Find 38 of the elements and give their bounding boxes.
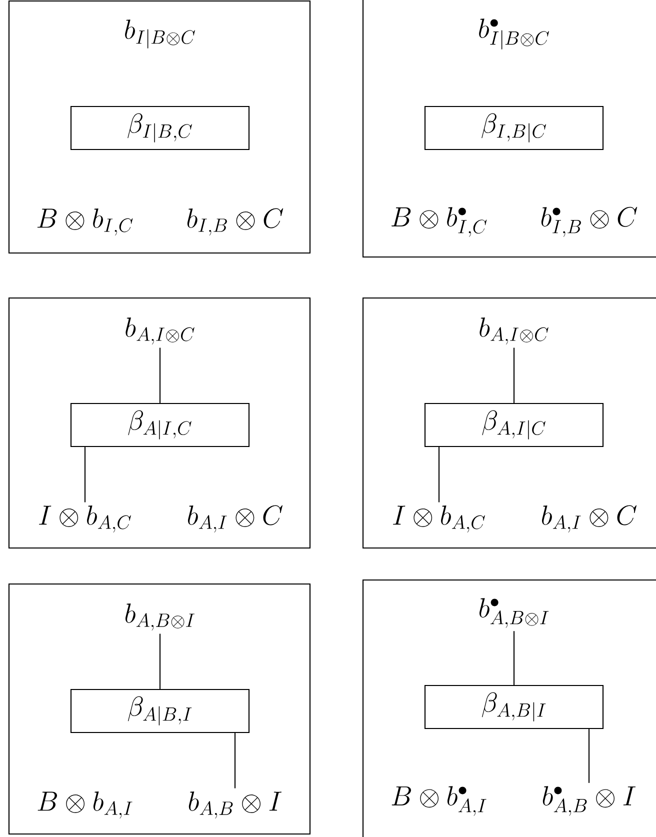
formula: $B\otimes b_{I,C}$ — [37, 208, 133, 236]
formula: $b_{I|B\otimes C}$ — [125, 20, 196, 48]
formula-box: $\beta_{I,B|C}$ — [424, 106, 604, 150]
formula-box: $\beta_{A|B,I}$ — [70, 688, 250, 734]
formula: $I\otimes b_{A,C}$ — [39, 506, 131, 533]
formula: $b_{A,B\otimes I}$ — [126, 604, 195, 631]
formula: $b^{\bullet}_{I,B}\otimes C$ — [541, 206, 638, 237]
formula-box: $\beta_{A,I|C}$ — [424, 402, 604, 448]
formula: $b_{A,I}\otimes C$ — [542, 505, 637, 533]
formula-box: $\beta_{A,B|I}$ — [424, 684, 604, 730]
formula: $b_{A,I\otimes C}$ — [126, 317, 194, 344]
formula: $I\otimes b_{A,C}$ — [393, 506, 485, 533]
connector-line — [84, 447, 86, 502]
panel-frame — [8, 0, 311, 254]
formula: $b_{I,B}\otimes C$ — [187, 208, 284, 236]
formula: $b_{A,I\otimes C}$ — [480, 317, 548, 344]
connector-line — [588, 729, 590, 783]
panel-frame — [362, 0, 656, 258]
formula: $B\otimes b_{A,I}$ — [38, 792, 132, 819]
formula: $b^{\bullet}_{I|B\otimes C}$ — [479, 18, 550, 50]
panel-frame — [8, 297, 311, 549]
formula: $b_{A,B}\otimes I$ — [188, 792, 282, 819]
formula-box: $\beta_{A|I,C}$ — [70, 402, 250, 448]
panel-frame — [362, 297, 656, 549]
connector-line — [513, 631, 515, 685]
connector-line — [438, 447, 440, 502]
panel-frame — [362, 579, 656, 837]
formula: $b^{\bullet}_{A,B}\otimes I$ — [542, 786, 636, 816]
formula: $b^{\bullet}_{A,B\otimes I}$ — [480, 598, 549, 628]
formula-box: $\beta_{I|B,C}$ — [70, 106, 250, 150]
connector-line — [234, 733, 236, 788]
formula: $b_{A,I}\otimes C$ — [188, 505, 283, 533]
formula: $B\otimes b^{\bullet}_{A,I}$ — [392, 786, 486, 816]
connector-line — [513, 348, 515, 403]
connector-line — [159, 634, 161, 689]
connector-line — [159, 348, 161, 403]
panel-frame — [8, 583, 311, 835]
formula: $B\otimes b^{\bullet}_{I,C}$ — [391, 207, 487, 237]
